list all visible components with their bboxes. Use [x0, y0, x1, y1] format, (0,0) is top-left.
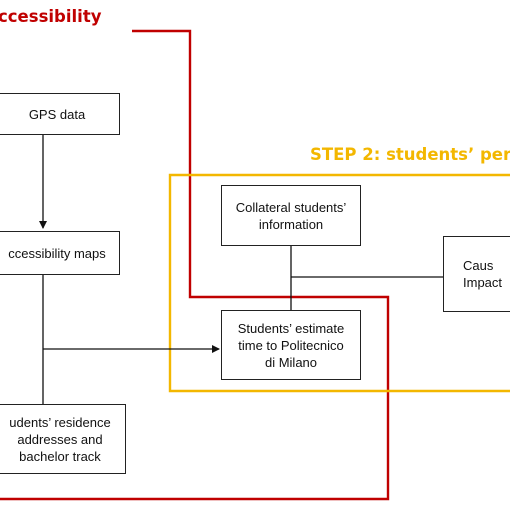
gps-data-box: GPS data [0, 93, 120, 135]
accessibility-maps-label: ccessibility maps [8, 245, 106, 261]
step2-title: STEP 2: students’ per [310, 145, 510, 164]
step1-frame [0, 29, 390, 501]
accessibility-maps-box: ccessibility maps [0, 231, 120, 275]
residence-box: udents’ residence addresses and bachelor… [0, 404, 126, 474]
collateral-info-box: Collateral students’ information [221, 185, 361, 246]
causal-impact-box: Caus Impact [443, 236, 510, 312]
step2-frame [168, 173, 510, 393]
causal-impact-label: Caus Impact [463, 258, 503, 290]
collateral-info-label: Collateral students’ information [235, 199, 347, 232]
step1-title: ccessibility [0, 7, 102, 26]
gps-data-label: GPS data [28, 106, 86, 122]
residence-label: udents’ residence addresses and bachelor… [9, 414, 111, 464]
students-estimate-label: Students’ estimate time to Politecnico d… [237, 320, 345, 370]
students-estimate-box: Students’ estimate time to Politecnico d… [221, 310, 361, 380]
